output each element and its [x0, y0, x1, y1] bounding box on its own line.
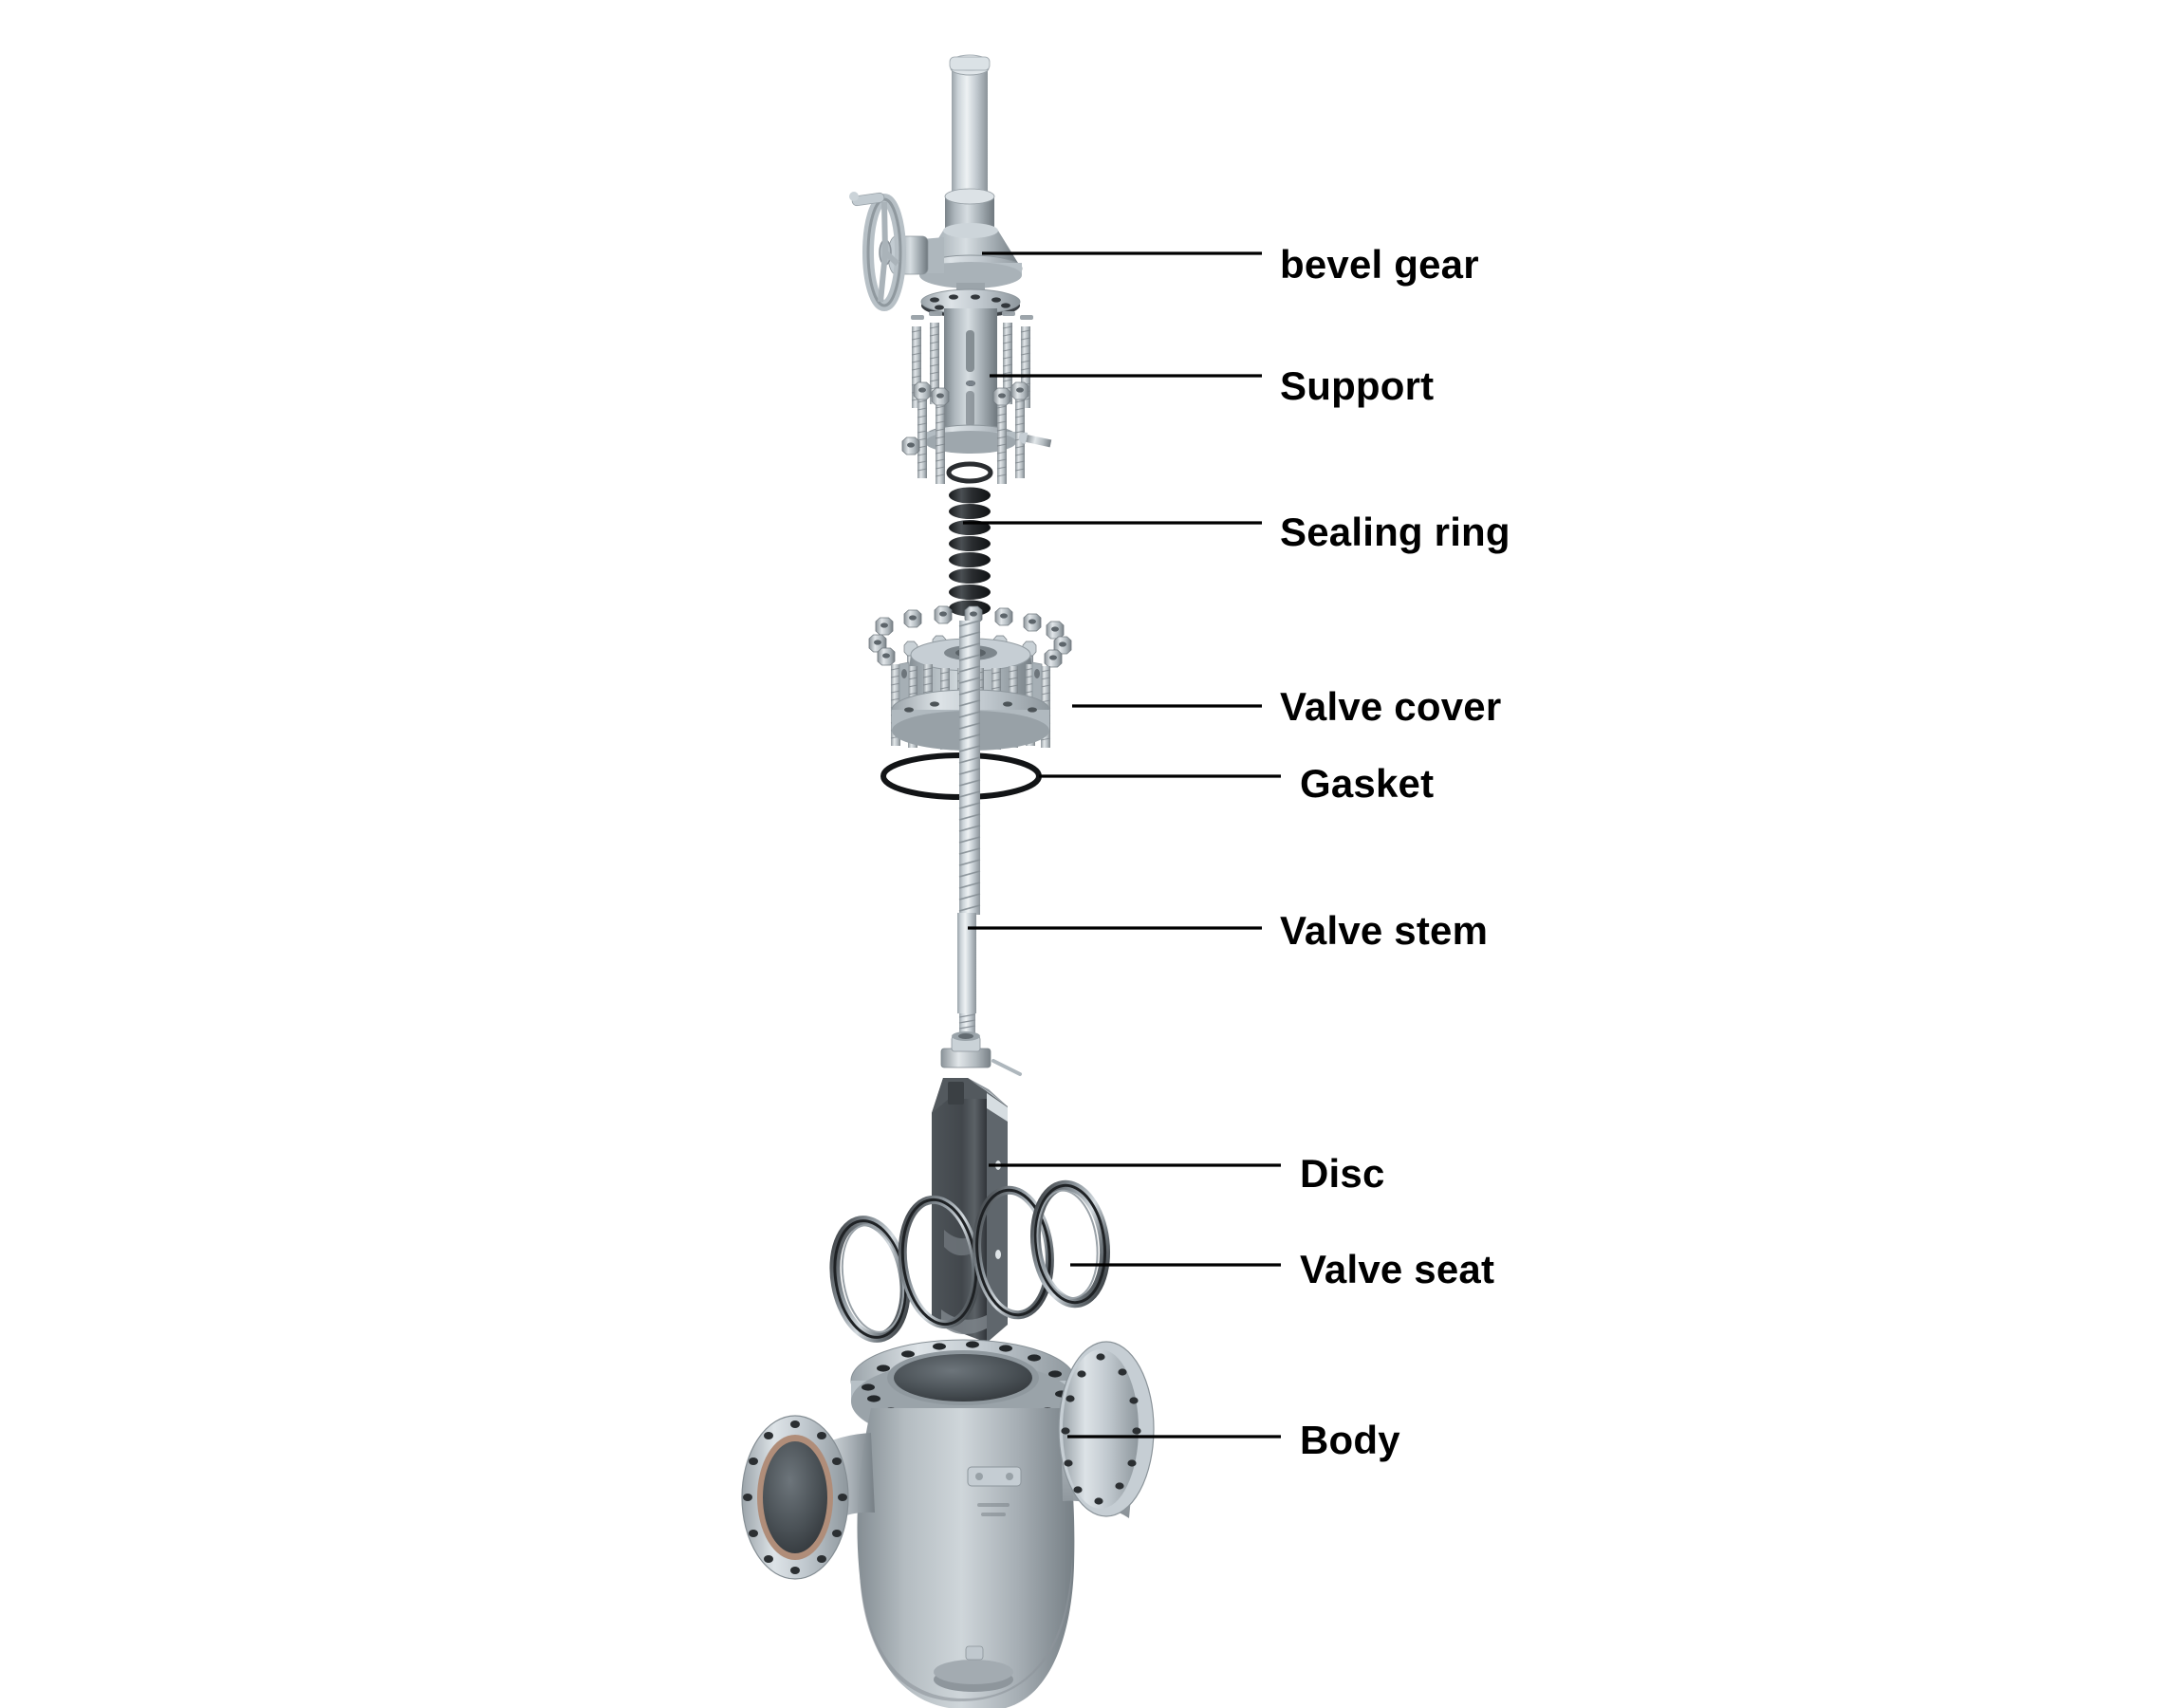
valve-seat-part — [829, 1179, 1111, 1343]
sealing-ring-part — [946, 461, 993, 617]
label-valve-stem: Valve stem — [1280, 908, 1489, 953]
body-part — [741, 1339, 1155, 1708]
label-bevel-gear: bevel gear — [1280, 242, 1479, 287]
label-sealing-ring: Sealing ring — [1280, 510, 1510, 554]
valve-stem-part — [957, 620, 981, 1034]
label-body: Body — [1300, 1418, 1400, 1462]
label-disc: Disc — [1300, 1151, 1385, 1196]
right-port-flange — [1058, 1341, 1155, 1517]
left-port-flange — [741, 1415, 849, 1580]
leader-lines — [963, 251, 1281, 1439]
label-valve-cover: Valve cover — [1280, 684, 1502, 729]
label-support: Support — [1280, 363, 1435, 408]
stem-nut-block — [940, 1031, 1022, 1076]
handwheel-icon — [849, 192, 906, 311]
label-valve-seat: Valve seat — [1300, 1247, 1495, 1291]
bevel-gear-part — [849, 54, 1023, 311]
label-gasket: Gasket — [1300, 761, 1435, 806]
nameplate — [967, 1466, 1022, 1487]
support-part — [901, 288, 1052, 485]
